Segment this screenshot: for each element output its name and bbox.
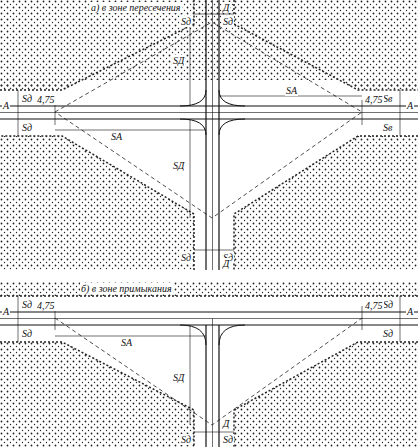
clearing-border [0,0,418,270]
sight-distance: SА [120,337,133,348]
width-dim: Sв [382,93,393,104]
road-name: А [406,100,414,111]
road-name: А [406,306,414,317]
panel-title: б) в зоне примыкания [80,283,173,294]
dimension-line [18,296,400,432]
roadside-ground [0,0,418,90]
sight-line [55,318,362,425]
width-dim: Sд [21,328,33,339]
width-dim: Sд [180,252,192,263]
sight-distance: SА [285,85,298,96]
width-dim: Sд [21,93,33,104]
dim-value: 4,75 [364,94,384,105]
roadside-ground [0,282,418,296]
roadside-ground [0,342,418,447]
sight-line [55,22,362,218]
width-dim: Sд [21,299,33,310]
width-dim: Sд [382,328,394,339]
road [0,312,418,447]
dim-value: 4,75 [36,300,56,311]
dim-value: 4,75 [36,94,56,105]
width-dim: Sд [180,434,192,445]
width-dim: Sд [21,122,33,133]
dimension-line [18,14,400,250]
width-dim: Sд [222,434,234,445]
width-dim: Sд [222,16,234,27]
panel-title: а) в зоне пересечения [90,2,182,13]
roadside-ground [0,0,418,270]
road-name: А [2,306,10,317]
sight-distance: SД [172,55,185,66]
sight-distance: SА [110,131,123,142]
road-name: Д [222,2,230,13]
sight-distance: SД [172,160,185,171]
dim-value: 4,75 [364,300,384,311]
road-name: Д [222,258,230,269]
width-dim: Sд [382,299,394,310]
road [0,0,418,270]
road-name: А [2,100,10,111]
clearing-border [0,296,418,447]
width-dim: Sв [382,122,393,133]
width-dim: Sд [180,16,192,27]
sight-distance: SД [172,372,185,383]
road-name: Д [222,418,230,429]
